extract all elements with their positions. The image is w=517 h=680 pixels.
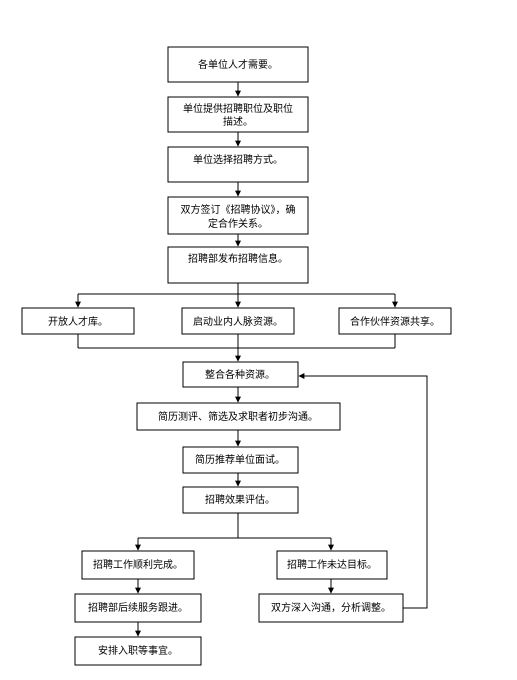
- node-n15: 招聘部后续服务跟进。: [74, 593, 202, 623]
- node-n14: 招聘工作未达目标。: [276, 550, 388, 580]
- svg-text:招聘部发布招聘信息。: 招聘部发布招聘信息。: [188, 252, 288, 265]
- node-n10: 简历测评、筛选及求职者初步沟通。: [136, 402, 341, 431]
- svg-text:各单位人才需要。: 各单位人才需要。: [198, 58, 278, 71]
- node-n1: 各单位人才需要。: [167, 46, 309, 83]
- svg-text:启动业内人脉资源。: 启动业内人脉资源。: [193, 315, 283, 328]
- svg-text:单位提供招聘职位及职位描述。: 单位提供招聘职位及职位描述。: [183, 102, 293, 128]
- svg-text:招聘工作顺利完成。: 招聘工作顺利完成。: [93, 558, 183, 571]
- svg-text:安排入职等事宜。: 安排入职等事宜。: [98, 644, 178, 657]
- svg-text:简历测评、筛选及求职者初步沟通。: 简历测评、筛选及求职者初步沟通。: [158, 410, 318, 423]
- node-n16: 双方深入沟通，分析调整。: [258, 593, 404, 623]
- node-n3: 单位选择招聘方式。: [167, 146, 309, 183]
- node-n7: 启动业内人脉资源。: [181, 307, 295, 335]
- edge-n16-loop-n9: [298, 373, 428, 609]
- node-n9: 整合各种资源。: [182, 361, 299, 388]
- node-n4: 双方签订《招聘协议》，确定合作关系。: [167, 196, 309, 235]
- svg-text:双方深入沟通，分析调整。: 双方深入沟通，分析调整。: [271, 601, 391, 614]
- svg-text:双方签订《招聘协议》，确定合作关系。: 双方签订《招聘协议》，确定合作关系。: [181, 203, 296, 230]
- node-n6: 开放人才库。: [21, 307, 135, 335]
- node-n12: 招聘效果评估。: [182, 486, 299, 514]
- node-n8: 合作伙伴资源共享。: [338, 307, 452, 335]
- svg-text:单位选择招聘方式。: 单位选择招聘方式。: [193, 153, 283, 166]
- svg-text:招聘工作未达目标。: 招聘工作未达目标。: [287, 558, 377, 571]
- node-n5: 招聘部发布招聘信息。: [167, 246, 309, 284]
- svg-text:招聘效果评估。: 招聘效果评估。: [205, 493, 275, 506]
- svg-text:简历推荐单位面试。: 简历推荐单位面试。: [195, 453, 285, 466]
- svg-text:招聘部后续服务跟进。: 招聘部后续服务跟进。: [88, 601, 188, 614]
- node-n2: 单位提供招聘职位及职位描述。: [167, 96, 309, 133]
- svg-text:整合各种资源。: 整合各种资源。: [205, 368, 275, 381]
- svg-text:开放人才库。: 开放人才库。: [48, 315, 108, 328]
- edges: [75, 82, 428, 637]
- node-n13: 招聘工作顺利完成。: [81, 550, 195, 580]
- node-n17: 安排入职等事宜。: [74, 636, 202, 666]
- svg-text:合作伙伴资源共享。: 合作伙伴资源共享。: [350, 315, 440, 328]
- node-n11: 简历推荐单位面试。: [182, 446, 299, 474]
